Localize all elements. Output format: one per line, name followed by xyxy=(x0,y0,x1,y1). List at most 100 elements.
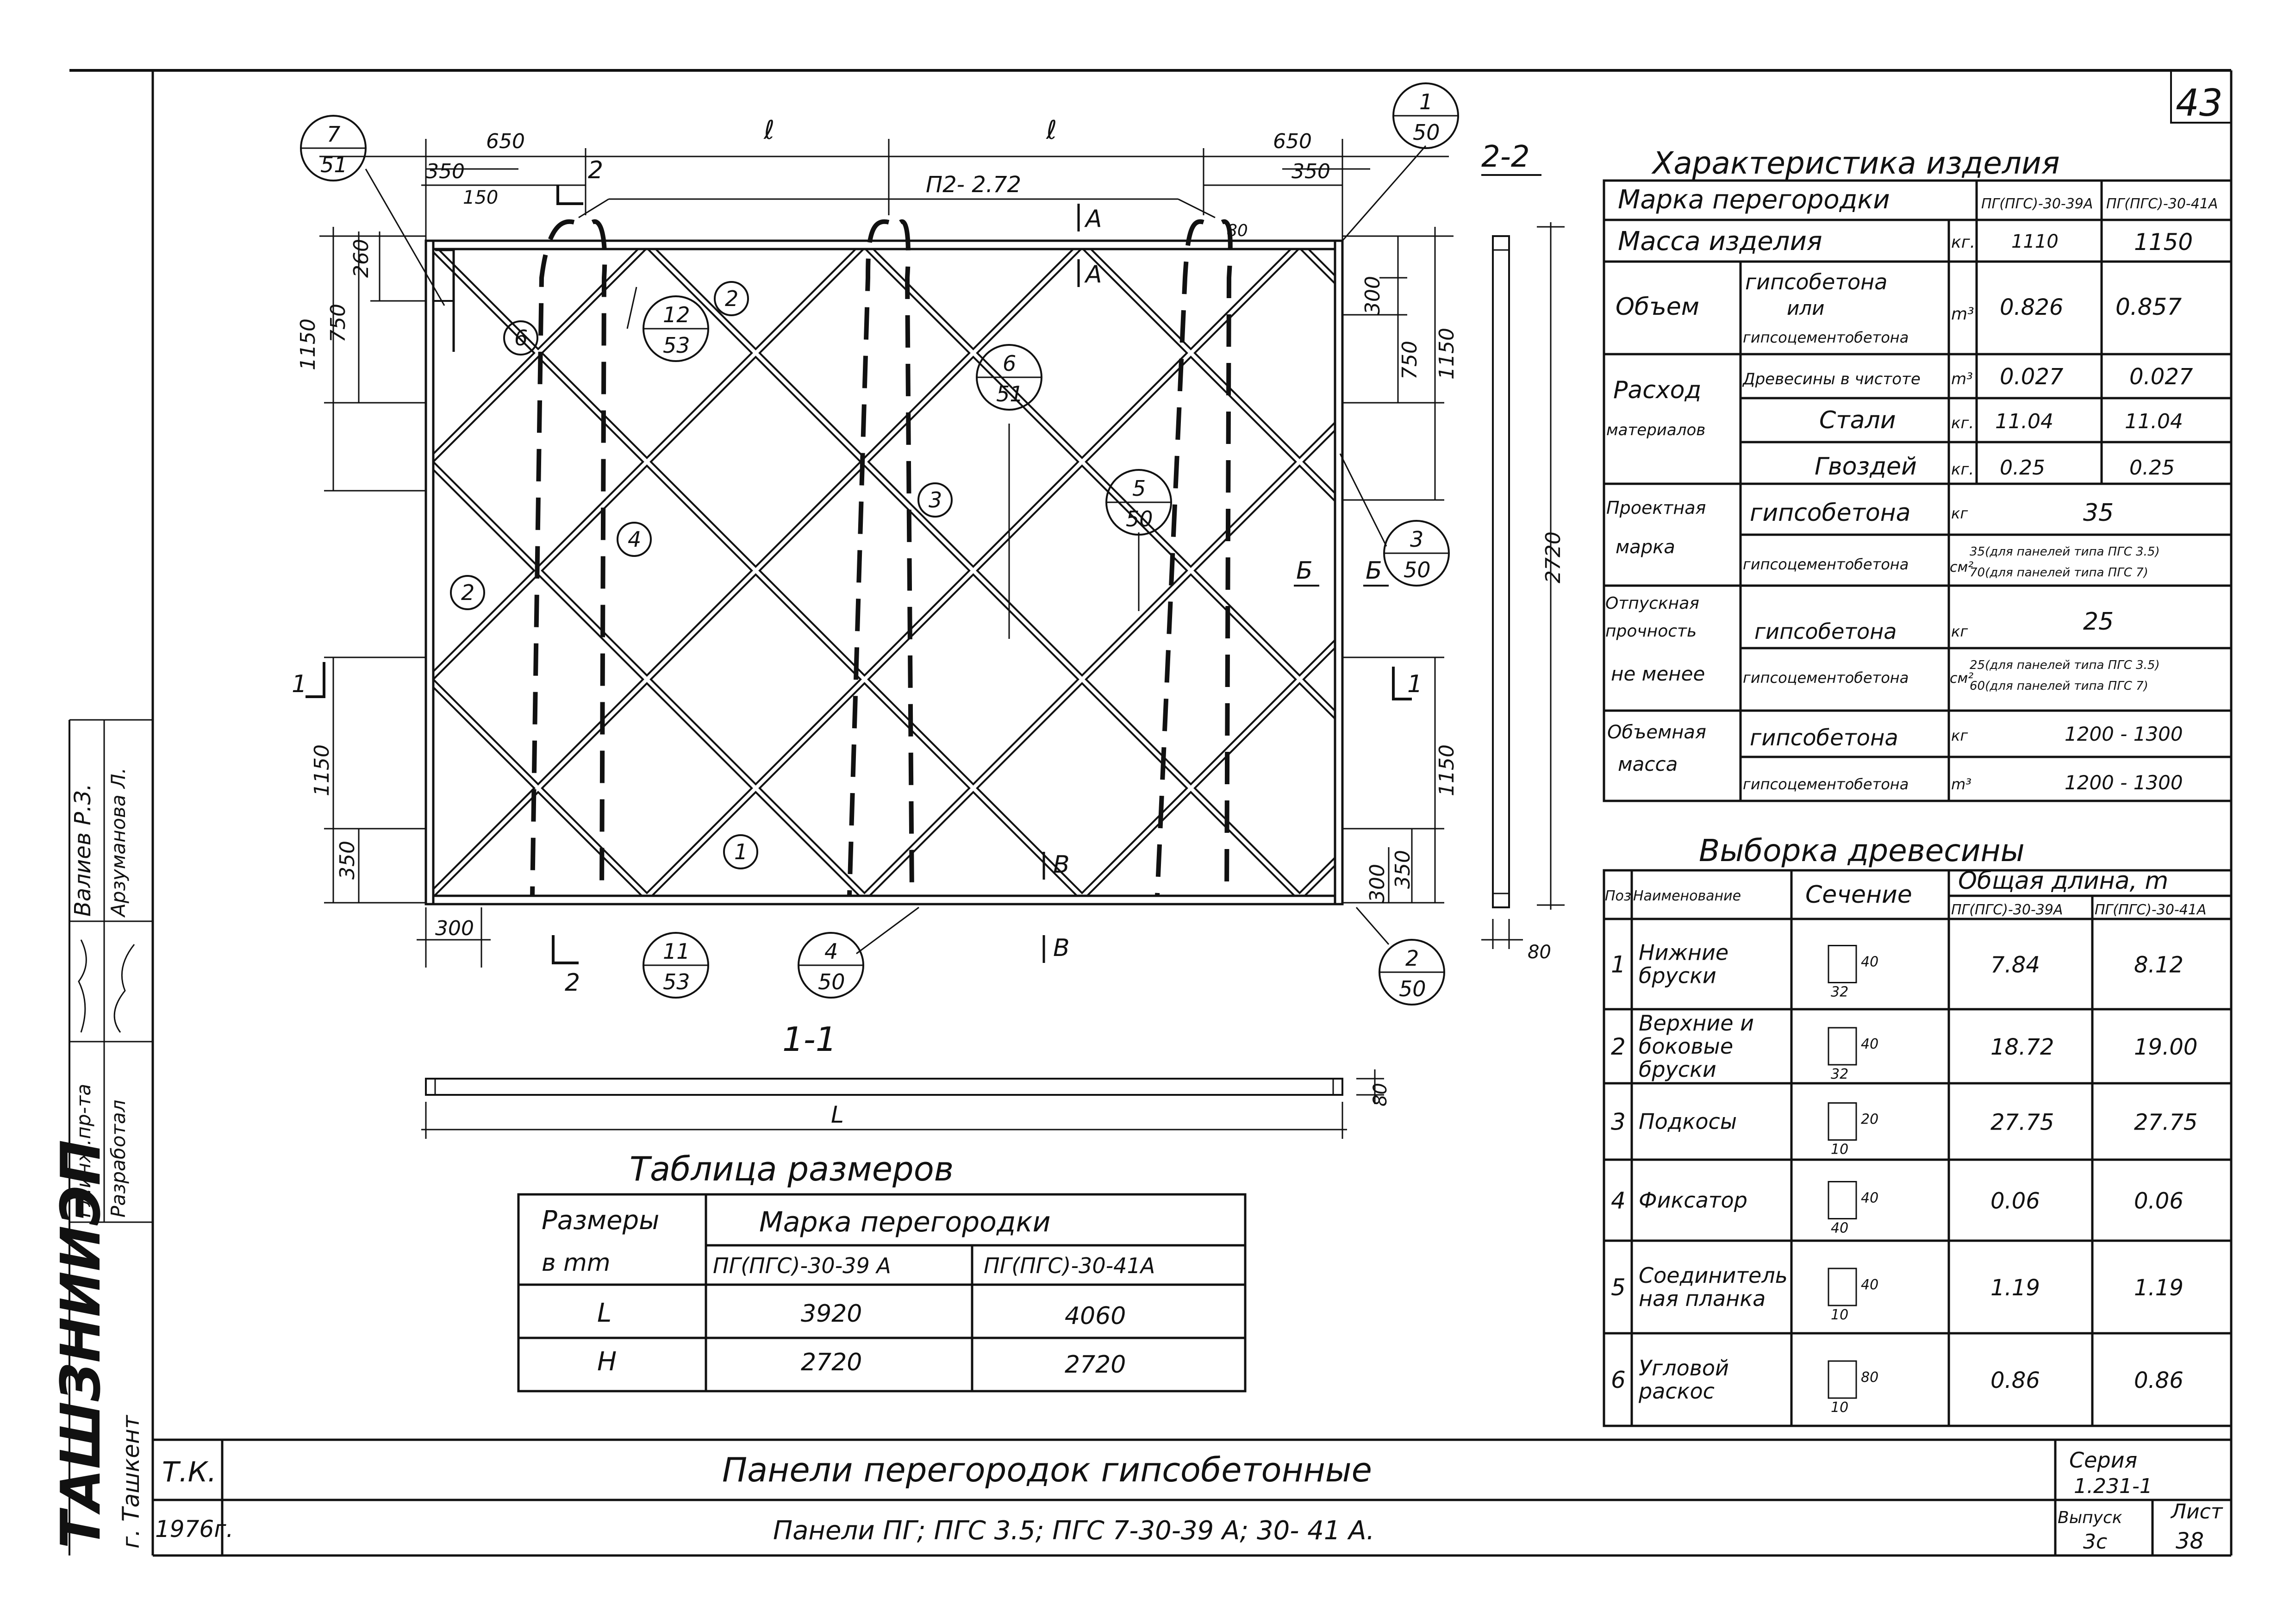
svg-text:2: 2 xyxy=(588,156,603,184)
svg-text:Серия: Серия xyxy=(2069,1448,2137,1473)
svg-text:Выпуск: Выпуск xyxy=(2058,1508,2122,1527)
svg-text:3с: 3с xyxy=(2083,1530,2107,1554)
brace-line xyxy=(0,245,301,986)
svg-text:А: А xyxy=(1084,261,1102,288)
svg-text:L: L xyxy=(831,1101,844,1128)
brace-line xyxy=(1299,856,1338,896)
svg-text:ℓ: ℓ xyxy=(763,115,774,145)
svg-text:50: 50 xyxy=(1126,506,1153,531)
svg-text:кг: кг xyxy=(1951,623,1968,640)
svg-text:Выборка древесины: Выборка древесины xyxy=(1699,833,2025,868)
wood-cell: 2 xyxy=(1611,1033,1626,1060)
svg-text:2-2: 2-2 xyxy=(1481,140,1530,174)
left-stamp: Валиев Р.З. Арзуманова Л. Гл.инж.пр-та Р… xyxy=(49,719,153,1555)
brace-line xyxy=(430,460,866,896)
svg-text:80: 80 xyxy=(1528,942,1551,963)
svg-text:4: 4 xyxy=(824,939,838,964)
svg-text:1.231-1: 1.231-1 xyxy=(2074,1474,2152,1498)
brace-line xyxy=(2171,155,2296,896)
callout-3-50: 350 xyxy=(1383,520,1450,587)
position-marks: 6 2 2 4 3 1 xyxy=(450,281,953,869)
svg-text:Б: Б xyxy=(1296,557,1313,585)
svg-text:35: 35 xyxy=(2083,499,2114,527)
svg-text:или: или xyxy=(1787,297,1824,319)
svg-text:1: 1 xyxy=(1419,89,1433,114)
svg-text:Общая длина, m: Общая длина, m xyxy=(1958,867,2168,895)
wood-cell: 5 xyxy=(1611,1274,1626,1301)
brace-line xyxy=(864,421,1338,896)
svg-text:Стали: Стали xyxy=(1819,406,1896,434)
brace-line xyxy=(0,155,301,896)
svg-text:гипсоцементобетона: гипсоцементобетона xyxy=(1743,775,1909,793)
svg-text:гипсобетона: гипсобетона xyxy=(1750,725,1898,751)
wood-cell: 4 xyxy=(1611,1187,1626,1214)
svg-text:11.04: 11.04 xyxy=(2125,410,2183,433)
wood-cell: 0.86 xyxy=(2134,1368,2184,1393)
svg-text:43: 43 xyxy=(2176,81,2223,125)
svg-text:7: 7 xyxy=(327,122,340,147)
dimension-texts: 650 350 150 ℓ ℓ 650 350 П2- 2.72 260 750… xyxy=(296,115,1565,1128)
svg-text:50: 50 xyxy=(818,969,845,994)
wood-cell: Нижние xyxy=(1639,940,1728,965)
wood-cell: Соединитель xyxy=(1639,1263,1788,1288)
svg-text:25(для панелей типа ПГС 3.5): 25(для панелей типа ПГС 3.5) xyxy=(1970,658,2160,672)
wood-cell: 40 xyxy=(1861,1190,1878,1206)
svg-text:1: 1 xyxy=(1407,670,1423,698)
brace-line xyxy=(647,245,1301,896)
svg-text:2: 2 xyxy=(565,969,580,997)
svg-text:m³: m³ xyxy=(1951,370,1973,388)
svg-text:1976г.: 1976г. xyxy=(155,1516,233,1543)
section-sketch xyxy=(1828,1181,1857,1219)
svg-text:ПГ(ПГС)-30-41А: ПГ(ПГС)-30-41А xyxy=(2106,196,2218,212)
svg-text:25: 25 xyxy=(2083,608,2114,636)
svg-text:2: 2 xyxy=(1405,946,1419,971)
brace-line xyxy=(647,245,1301,896)
svg-text:Проектная: Проектная xyxy=(1606,498,1706,518)
callout-7-51: 751 xyxy=(300,115,367,181)
svg-text:0.826: 0.826 xyxy=(2000,294,2063,320)
svg-text:70(для панелей типа ПГС 7): 70(для панелей типа ПГС 7) xyxy=(1970,566,2148,580)
svg-text:В: В xyxy=(1053,851,1070,879)
svg-text:1200 - 1300: 1200 - 1300 xyxy=(2065,771,2183,794)
wood-cell: 18.72 xyxy=(1990,1034,2054,1060)
wood-cell: 40 xyxy=(1861,1277,1878,1293)
svg-text:ℓ: ℓ xyxy=(1046,115,1057,145)
wood-cell: бруски xyxy=(1639,963,1716,988)
svg-text:Наименование: Наименование xyxy=(1633,888,1741,904)
svg-text:L: L xyxy=(597,1298,611,1328)
svg-text:марка: марка xyxy=(1616,537,1675,558)
sizes-table: Таблица размеров Размеры в mm Марка пере… xyxy=(517,1149,1247,1393)
brace-line xyxy=(430,245,866,681)
svg-text:Размеры: Размеры xyxy=(542,1206,659,1236)
svg-text:3920: 3920 xyxy=(801,1300,862,1328)
svg-text:11.04: 11.04 xyxy=(1995,410,2053,433)
svg-text:300: 300 xyxy=(1366,864,1389,903)
svg-text:0.027: 0.027 xyxy=(2000,364,2064,390)
svg-text:2: 2 xyxy=(461,580,474,605)
svg-text:материалов: материалов xyxy=(1606,421,1705,439)
wood-cell: 27.75 xyxy=(2134,1110,2197,1136)
svg-text:1150: 1150 xyxy=(2134,229,2193,256)
brace-line xyxy=(2171,245,2296,986)
svg-text:Отпускная: Отпускная xyxy=(1605,594,1699,613)
svg-text:Масса изделия: Масса изделия xyxy=(1618,226,1822,256)
developer-label: Разработал xyxy=(107,1100,130,1218)
svg-text:50: 50 xyxy=(1413,120,1440,145)
svg-text:гипсобетона: гипсобетона xyxy=(1750,499,1911,527)
svg-text:6: 6 xyxy=(514,325,528,350)
brace-line xyxy=(430,245,1084,896)
svg-text:П2- 2.72: П2- 2.72 xyxy=(926,172,1021,198)
svg-text:0.027: 0.027 xyxy=(2129,364,2193,390)
svg-text:2720: 2720 xyxy=(1541,531,1565,583)
svg-text:80: 80 xyxy=(1227,221,1248,240)
svg-text:0.25: 0.25 xyxy=(2129,456,2175,480)
svg-text:750: 750 xyxy=(1398,341,1422,380)
svg-text:Таблица размеров: Таблица размеров xyxy=(630,1149,954,1188)
svg-text:260: 260 xyxy=(349,239,373,278)
svg-text:ПГ(ПГС)-30-41А: ПГ(ПГС)-30-41А xyxy=(984,1253,1155,1278)
